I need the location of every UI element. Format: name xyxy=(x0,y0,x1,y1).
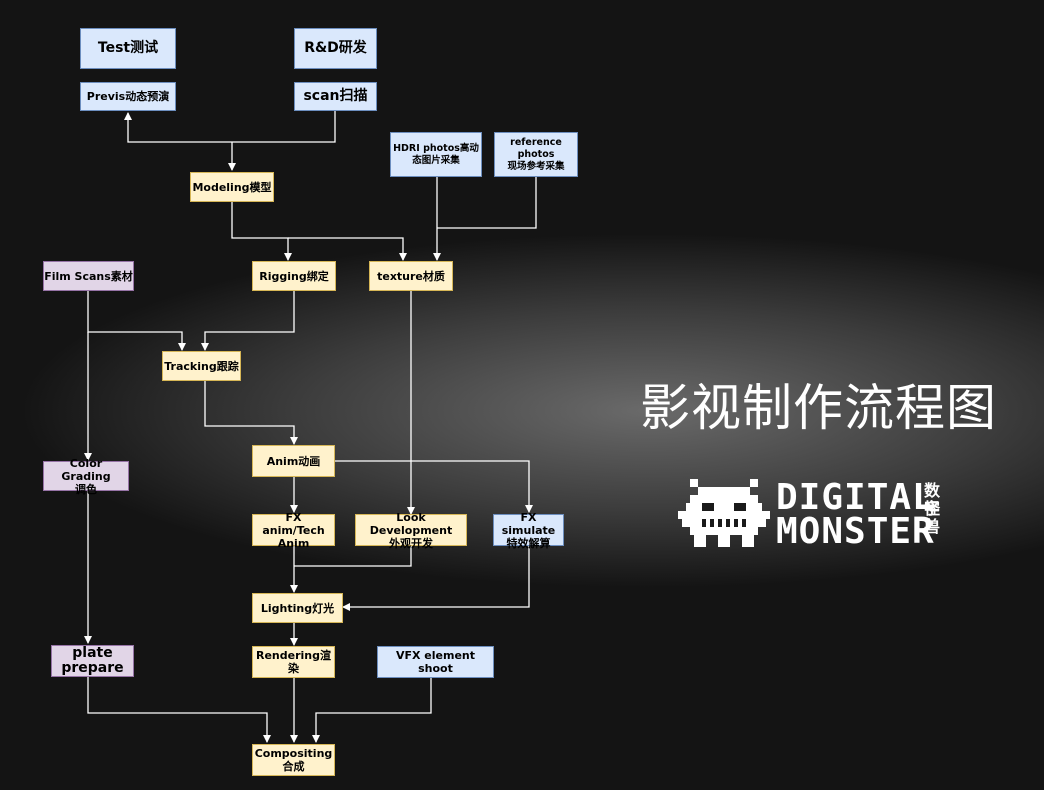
node-tracking-label: Tracking跟踪 xyxy=(164,359,239,373)
node-lighting-label: Lighting灯光 xyxy=(260,601,335,615)
node-texture[interactable]: texture材质 xyxy=(369,261,453,291)
logo-cn-bottom: 怪兽 xyxy=(924,499,941,536)
node-plate-prepare-label: plate prepare xyxy=(61,645,124,676)
edge-scan-to-previs xyxy=(124,111,336,143)
node-modeling-label: Modeling模型 xyxy=(192,180,272,194)
node-vfx-element-label: VFX element shoot xyxy=(395,649,476,675)
edge-fxsim-to-lighting xyxy=(342,546,530,611)
node-previs-label: Previs动态预演 xyxy=(86,90,170,103)
page-title: 影视制作流程图 xyxy=(640,379,997,437)
edge-filmscans-to-tracking xyxy=(87,291,186,351)
node-look-dev-label: Look Development 外观开发 xyxy=(369,510,453,550)
node-fx-anim[interactable]: FX anim/Tech Anim xyxy=(252,511,335,550)
node-film-scans-label: Film Scans素材 xyxy=(44,269,133,283)
node-test[interactable]: Test测试 xyxy=(80,28,176,69)
node-anim[interactable]: Anim动画 xyxy=(252,445,335,477)
node-reference[interactable]: reference photos 现场参考采集 xyxy=(494,132,578,177)
edge-modeling-to-rigging xyxy=(231,202,292,261)
node-rendering[interactable]: Rendering渲 染 xyxy=(252,646,335,678)
edge-reference-to-texture xyxy=(437,177,537,229)
pixel-monster-icon xyxy=(678,479,770,547)
node-scan[interactable]: scan扫描 xyxy=(294,82,377,111)
edge-modeling-to-texture xyxy=(288,237,407,261)
node-tracking[interactable]: Tracking跟踪 xyxy=(162,351,241,381)
node-color-grading-label: Color Grading 调色 xyxy=(61,456,111,496)
node-fx-anim-label: FX anim/Tech Anim xyxy=(262,510,325,550)
node-compositing-label: Compositing 合成 xyxy=(254,747,333,773)
node-test-label: Test测试 xyxy=(97,40,159,56)
node-rendering-label: Rendering渲 染 xyxy=(256,649,331,675)
node-reference-label: reference photos 现场参考采集 xyxy=(507,136,565,172)
node-rigging[interactable]: Rigging绑定 xyxy=(252,261,336,291)
node-vfx-element[interactable]: VFX element shoot xyxy=(377,646,494,678)
node-fx-simulate[interactable]: FX simulate 特效解算 xyxy=(493,511,564,550)
edge-lookdev-to-lighting xyxy=(294,546,412,567)
node-rd[interactable]: R&D研发 xyxy=(294,28,377,69)
edge-plate-to-compositing xyxy=(87,677,271,743)
node-fx-simulate-label: FX simulate 特效解算 xyxy=(501,510,556,550)
node-plate-prepare[interactable]: plate prepare xyxy=(51,645,134,677)
node-compositing[interactable]: Compositing 合成 xyxy=(252,744,335,776)
node-hdri-label: HDRI photos高动 态图片采集 xyxy=(393,142,479,166)
logo-word-digital: DIGITAL xyxy=(776,477,935,518)
edge-anim-to-fxsim xyxy=(335,460,533,513)
node-rigging-label: Rigging绑定 xyxy=(259,269,329,283)
node-hdri[interactable]: HDRI photos高动 态图片采集 xyxy=(390,132,482,177)
node-rd-label: R&D研发 xyxy=(304,40,367,56)
node-scan-label: scan扫描 xyxy=(303,88,368,104)
node-anim-label: Anim动画 xyxy=(266,454,321,468)
node-look-dev[interactable]: Look Development 外观开发 xyxy=(355,511,467,550)
edge-vfx-to-compositing xyxy=(312,678,432,743)
logo-cn-top: 数字 xyxy=(924,481,941,518)
node-previs[interactable]: Previs动态预演 xyxy=(80,82,176,111)
edge-rigging-to-tracking xyxy=(201,291,295,351)
edge-tracking-to-anim xyxy=(204,381,298,445)
node-texture-label: texture材质 xyxy=(377,269,445,283)
node-lighting[interactable]: Lighting灯光 xyxy=(252,593,343,623)
logo-word-monster: MONSTER xyxy=(776,511,935,552)
node-color-grading[interactable]: Color Grading 调色 xyxy=(43,457,129,496)
node-modeling[interactable]: Modeling模型 xyxy=(190,172,274,202)
node-film-scans[interactable]: Film Scans素材 xyxy=(43,261,134,291)
